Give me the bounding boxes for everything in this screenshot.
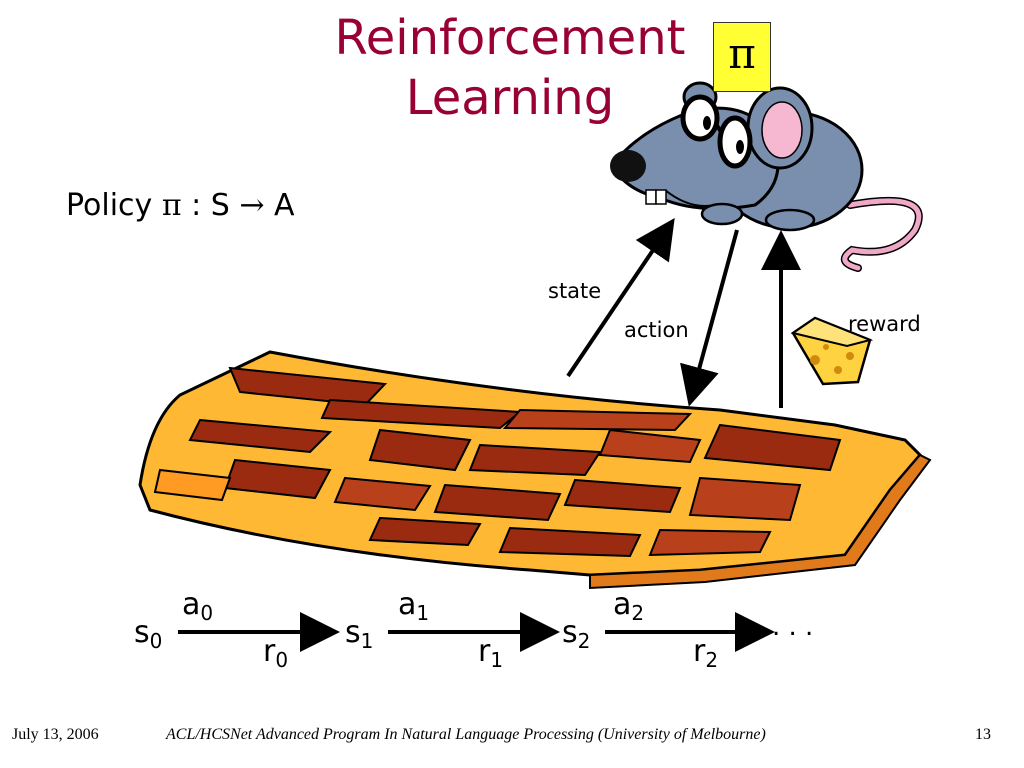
reward-base: r	[263, 634, 276, 669]
state-base: s	[345, 615, 361, 650]
reward-label: reward	[848, 312, 921, 336]
action-arrow	[680, 229, 739, 407]
action-base: a	[182, 587, 201, 622]
sequence-ellipsis: . . .	[772, 612, 814, 642]
state-s0: s0	[134, 615, 162, 653]
policy-word: Policy	[66, 188, 153, 223]
reward-base: r	[693, 634, 706, 669]
state-base: s	[134, 615, 150, 650]
state-arrow	[566, 218, 675, 378]
policy-domain: S	[210, 188, 230, 223]
state-base: s	[562, 615, 578, 650]
reward-r1: r1	[478, 634, 503, 672]
policy-pi: π	[161, 188, 182, 223]
footer-date: July 13, 2006	[12, 726, 99, 743]
reward-base: r	[478, 634, 491, 669]
policy-arrow: →	[239, 188, 265, 223]
action-subscript: 0	[200, 601, 214, 625]
state-s1: s1	[345, 615, 373, 653]
state-subscript: 2	[577, 629, 591, 653]
state-s2: s2	[562, 615, 590, 653]
action-subscript: 1	[416, 601, 430, 625]
reward-subscript: 0	[275, 648, 289, 672]
reward-r2: r2	[693, 634, 718, 672]
action-label: action	[624, 318, 689, 342]
state-label: state	[548, 279, 602, 303]
title-line-1: Reinforcement	[334, 10, 686, 66]
mouse-illustration	[610, 81, 923, 272]
reward-subscript: 1	[490, 648, 504, 672]
action-base: a	[398, 587, 417, 622]
action-a2: a2	[613, 587, 644, 625]
maze-illustration	[138, 350, 932, 590]
action-base: a	[613, 587, 632, 622]
slide-title: Reinforcement Learning	[250, 8, 770, 128]
action-a1: a1	[398, 587, 429, 625]
state-subscript: 0	[149, 629, 163, 653]
reward-r0: r0	[263, 634, 288, 672]
policy-formula: Policy π : S → A	[66, 188, 295, 223]
reward-subscript: 2	[705, 648, 719, 672]
policy-range: A	[274, 188, 295, 223]
pi-box: π	[713, 22, 771, 92]
action-subscript: 2	[631, 601, 645, 625]
footer-page-number: 13	[975, 726, 991, 743]
footer-course: ACL/HCSNet Advanced Program In Natural L…	[166, 726, 766, 743]
action-a0: a0	[182, 587, 213, 625]
title-line-2: Learning	[405, 70, 615, 126]
policy-colon: :	[191, 188, 202, 223]
cheese-illustration	[790, 316, 874, 386]
state-subscript: 1	[360, 629, 374, 653]
